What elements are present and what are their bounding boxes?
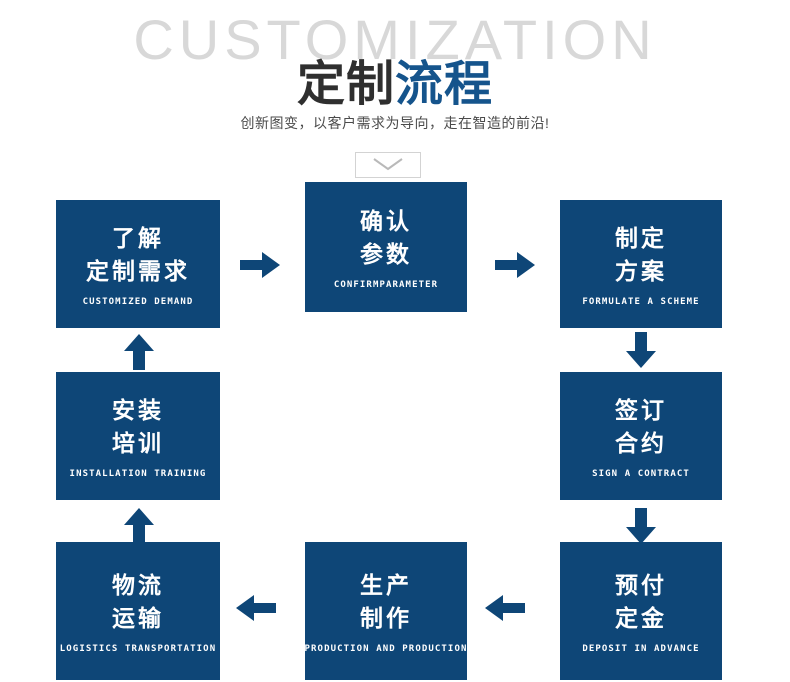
flow-step-title-line2-8: 培训 (112, 429, 164, 456)
chevron-down-badge[interactable] (355, 152, 421, 178)
flow-step-title-line1-5: 预付 (615, 571, 667, 598)
flow-step-subtitle-en-4: SIGN A CONTRACT (592, 468, 690, 479)
arrow-up-icon (124, 334, 154, 370)
flow-step-title-line1-1: 了解 (112, 224, 164, 251)
flow-step-title-cn-4: 签订 合约 (615, 394, 667, 460)
arrow-up-icon (124, 508, 154, 544)
flow-step-title-line2-6: 制作 (360, 604, 412, 631)
flow-step-title-line1-4: 签订 (615, 396, 667, 423)
flow-step-subtitle-en-8: INSTALLATION TRAINING (69, 468, 207, 479)
flow-step-title-line1-2: 确认 (360, 207, 412, 234)
arrow-left-icon (236, 595, 276, 621)
arrow-left-icon (485, 595, 525, 621)
flow-step-title-line2-5: 定金 (615, 604, 667, 631)
flow-step-box-7[interactable]: 物流 运输 LOGISTICS TRANSPORTATION (56, 542, 220, 680)
chevron-down-icon (373, 158, 403, 171)
flow-step-title-line2-3: 方案 (615, 257, 667, 284)
flow-step-subtitle-en-7: LOGISTICS TRANSPORTATION (59, 643, 217, 654)
flow-step-title-line1-6: 生产 (360, 571, 412, 598)
flow-step-box-2[interactable]: 确认 参数 CONFIRMPARAMETER (305, 182, 467, 312)
flow-step-subtitle-en-2: CONFIRMPARAMETER (333, 279, 439, 290)
flow-step-subtitle-en-1: CUSTOMIZED DEMAND (82, 296, 194, 307)
flow-step-subtitle-en-6: PRODUCTION AND PRODUCTION (304, 643, 468, 654)
flow-step-title-cn-7: 物流 运输 (112, 569, 164, 635)
arrow-down-icon (626, 332, 656, 368)
page-title: 定制流程 (0, 56, 790, 125)
page-header: CUSTOMIZATION 定制流程 创新图变，以客户需求为导向，走在智造的前沿… (0, 0, 790, 145)
arrow-right-icon (495, 252, 535, 278)
flow-step-title-cn-5: 预付 定金 (615, 569, 667, 635)
flow-step-title-line2-1: 定制需求 (86, 257, 190, 284)
flow-step-box-3[interactable]: 制定 方案 FORMULATE A SCHEME (560, 200, 722, 328)
flow-step-subtitle-en-5: DEPOSIT IN ADVANCE (582, 643, 700, 654)
flow-step-title-cn-3: 制定 方案 (615, 222, 667, 288)
flow-step-title-line1-3: 制定 (615, 224, 667, 251)
flow-step-box-4[interactable]: 签订 合约 SIGN A CONTRACT (560, 372, 722, 500)
arrow-right-icon (240, 252, 280, 278)
flow-step-title-cn-6: 生产 制作 (360, 569, 412, 635)
page-title-part-dark: 定制 (296, 58, 395, 111)
flow-step-box-5[interactable]: 预付 定金 DEPOSIT IN ADVANCE (560, 542, 722, 680)
arrow-down-icon (626, 508, 656, 544)
flow-step-title-line2-4: 合约 (615, 429, 667, 456)
watermark-text: CUSTOMIZATION (133, 8, 657, 71)
flow-step-subtitle-en-3: FORMULATE A SCHEME (582, 296, 700, 307)
flow-step-title-line1-8: 安装 (112, 396, 164, 423)
flow-step-title-cn-1: 了解 定制需求 (86, 222, 190, 288)
flow-step-box-6[interactable]: 生产 制作 PRODUCTION AND PRODUCTION (305, 542, 467, 680)
flow-step-title-line2-7: 运输 (112, 604, 164, 631)
page-subtitle: 创新图变，以客户需求为导向，走在智造的前沿! (240, 115, 550, 131)
flow-step-box-1[interactable]: 了解 定制需求 CUSTOMIZED DEMAND (56, 200, 220, 328)
flow-step-title-line2-2: 参数 (360, 240, 412, 267)
flow-step-title-line1-7: 物流 (112, 571, 164, 598)
flow-step-title-cn-8: 安装 培训 (112, 394, 164, 460)
page-title-part-blue: 流程 (395, 58, 494, 111)
flow-step-box-8[interactable]: 安装 培训 INSTALLATION TRAINING (56, 372, 220, 500)
flow-step-title-cn-2: 确认 参数 (360, 205, 412, 271)
